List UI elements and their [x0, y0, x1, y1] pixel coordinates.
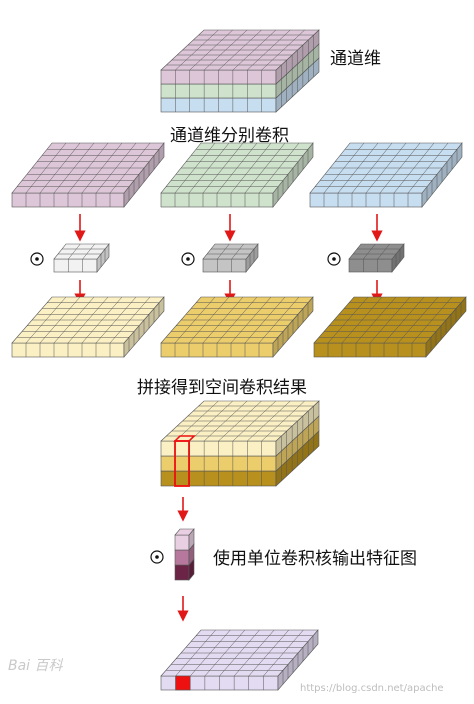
channel-slab-pink [11, 142, 165, 208]
kernel-3x3-white [53, 243, 110, 273]
separate-conv-label: 通道维分别卷积 [170, 126, 289, 146]
url-watermark: https://blog.csdn.net/apache [300, 683, 444, 694]
highlighted-column-top [173, 435, 196, 442]
concatenated-tensor [160, 400, 320, 487]
channel-slab-blue [309, 142, 463, 208]
result-slab-dark [313, 296, 467, 358]
baidu-watermark: Bai 百科 [8, 658, 63, 674]
odot-symbol-1 [30, 252, 44, 266]
concat-result-label: 拼接得到空间卷积结果 [137, 378, 307, 398]
kernel-3x3-gray [202, 243, 259, 273]
unit-kernel-1x1x3 [174, 528, 195, 581]
unit-kernel-label: 使用单位卷积核输出特征图 [213, 549, 417, 569]
input-tensor [160, 29, 320, 113]
odot-symbol-3 [327, 252, 341, 266]
result-slab-mid [160, 296, 314, 358]
output-highlight-cell [175, 675, 191, 691]
odot-symbol-4 [150, 550, 164, 564]
result-slab-light [11, 296, 165, 358]
channel-slab-green [160, 142, 314, 208]
odot-symbol-2 [181, 252, 195, 266]
channel-dimension-label: 通道维 [330, 49, 381, 69]
kernel-3x3-dark [348, 243, 405, 273]
